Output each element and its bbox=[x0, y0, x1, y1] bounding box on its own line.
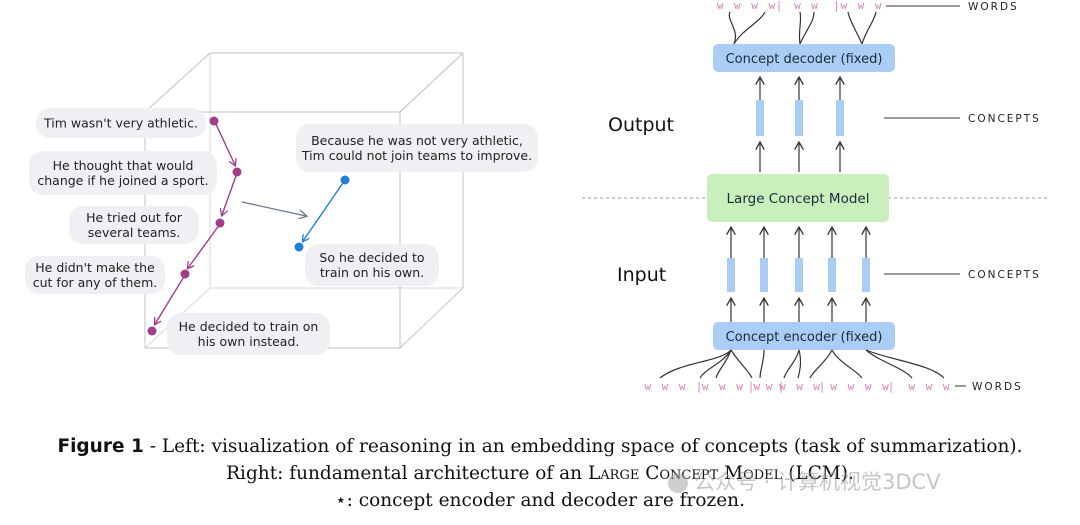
word-token-group: w bbox=[766, 380, 775, 393]
input-concept-arrows bbox=[731, 228, 866, 322]
watermark-text: 公众号 · 计算机视觉3DCV bbox=[694, 470, 941, 494]
sentence-bubble bbox=[296, 124, 538, 172]
words-label-bottom: WORDS bbox=[972, 381, 1023, 393]
output-concept-points bbox=[294, 175, 350, 252]
word-token-group: w w w bbox=[840, 0, 883, 12]
word-separator: | bbox=[888, 380, 895, 393]
concept-decoder-box bbox=[713, 44, 895, 72]
word-token-group: w w w w w bbox=[813, 380, 891, 393]
input-concept-points bbox=[147, 116, 242, 336]
sentence-bubble-text: Tim wasn't very athletic. bbox=[43, 116, 198, 131]
sentence-bubble bbox=[25, 256, 165, 294]
word-separator: | bbox=[778, 380, 785, 393]
words-label-top: WORDS bbox=[968, 1, 1019, 13]
sentence-bubble bbox=[69, 206, 199, 244]
concept-encoder-box bbox=[713, 322, 895, 350]
word-token-group: w w w bbox=[908, 380, 951, 393]
sentence-bubble-text: He tried out for bbox=[86, 210, 183, 225]
word-separator: | bbox=[819, 380, 826, 393]
sentence-bubble-text: several teams. bbox=[88, 225, 180, 240]
word-separator: | bbox=[748, 380, 755, 393]
sentence-bubble bbox=[36, 108, 206, 138]
sentence-bubble-text: cut for any of them. bbox=[33, 275, 157, 290]
concepts-label-bottom: CONCEPTS bbox=[968, 269, 1041, 281]
sentence-bubble-text: Because he was not very athletic, bbox=[311, 133, 523, 148]
caption-text-1: - Left: visualization of reasoning in an… bbox=[149, 436, 1023, 457]
concept-space-cube bbox=[144, 52, 464, 349]
word-separator: | bbox=[776, 0, 783, 12]
sentence-bubble-text: He decided to train on bbox=[179, 319, 319, 334]
output-reasoning-path bbox=[303, 179, 346, 241]
caption-text-2-sc: Large Concept Model bbox=[588, 463, 783, 484]
sentence-bubble-text: He didn't make the bbox=[35, 260, 155, 275]
sentence-bubble-text: So he decided to bbox=[319, 250, 424, 265]
output-concept-bars bbox=[756, 100, 844, 136]
concepts-label-top: CONCEPTS bbox=[968, 113, 1041, 125]
caption-text-2-post: (LCM). bbox=[788, 463, 854, 484]
lcm-label: Large Concept Model bbox=[727, 191, 870, 207]
wechat-logo-icon bbox=[668, 473, 688, 493]
sentence-bubble bbox=[305, 244, 439, 286]
input-word-connectors bbox=[659, 349, 945, 379]
word-token-group: w w bbox=[794, 0, 820, 12]
figure-label: Figure 1 bbox=[57, 436, 144, 457]
sentence-bubble-text: train on his own. bbox=[320, 265, 424, 280]
word-token-group: w w bbox=[779, 380, 805, 393]
sentence-bubble-text: his own instead. bbox=[198, 334, 300, 349]
summarize-arrow bbox=[241, 201, 306, 216]
watermark: 公众号 · 计算机视觉3DCV bbox=[668, 466, 941, 496]
output-concept-arrows bbox=[760, 78, 840, 172]
output-word-connectors bbox=[728, 11, 877, 45]
input-reasoning-path bbox=[155, 121, 238, 324]
concept-encoder-label: Concept encoder (fixed) bbox=[726, 330, 883, 345]
output-label: Output bbox=[608, 114, 674, 136]
word-token-group: w w w w bbox=[717, 0, 777, 12]
sentence-bubble-text: change if he joined a sport. bbox=[37, 173, 208, 188]
sentence-bubble bbox=[167, 313, 330, 355]
sentence-bubble-text: He thought that would bbox=[53, 158, 194, 173]
input-concept-bars bbox=[727, 258, 870, 292]
caption-line-1: Figure 1 - Left: visualization of reason… bbox=[0, 436, 1080, 457]
caption-line-2: Right: fundamental architecture of an La… bbox=[0, 463, 1080, 484]
word-token-group: w w w bbox=[644, 380, 687, 393]
caption-text-3: ⋆: concept encoder and decoder are froze… bbox=[335, 490, 745, 511]
word-token-group: w w w w bbox=[702, 380, 762, 393]
caption-line-3: ⋆: concept encoder and decoder are froze… bbox=[0, 490, 1080, 511]
word-separator: | bbox=[833, 0, 840, 12]
word-separator: | bbox=[696, 380, 703, 393]
concept-decoder-label: Concept decoder (fixed) bbox=[726, 52, 883, 67]
sentence-bubble-text: Tim could not join teams to improve. bbox=[301, 148, 532, 163]
lcm-box bbox=[707, 174, 889, 222]
caption-text-2-pre: Right: fundamental architecture of an bbox=[226, 463, 583, 484]
output-words: w w w w|w w|w w w bbox=[717, 0, 883, 12]
input-words: w w w|w w w w|w|w w|w w w w w|w w w bbox=[644, 380, 951, 393]
input-label: Input bbox=[617, 264, 666, 286]
sentence-bubble bbox=[29, 151, 217, 195]
sentence-bubbles: Tim wasn't very athletic. He thought that… bbox=[25, 108, 538, 355]
